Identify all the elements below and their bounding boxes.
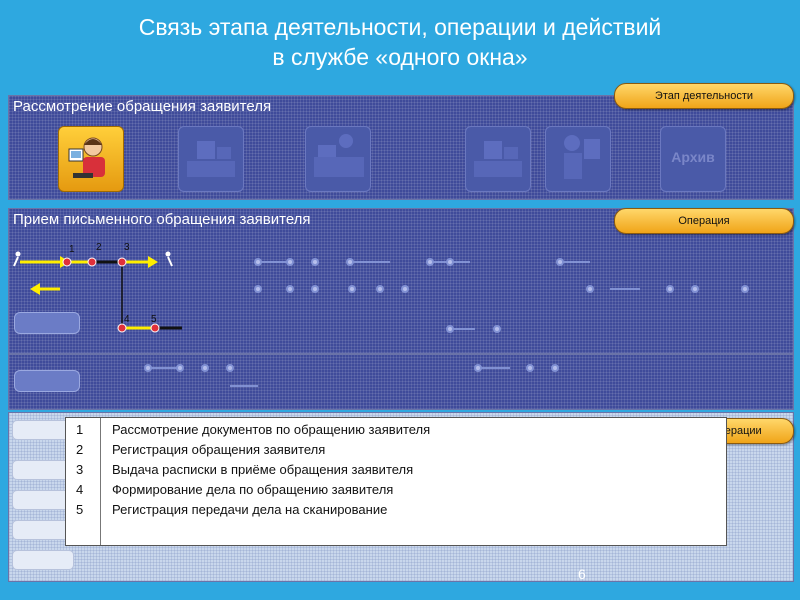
step-marker-5: 5: [151, 314, 157, 325]
legend-row: 2 Регистрация обращения заявителя: [66, 442, 726, 462]
runner-icon-2: [166, 252, 173, 267]
legend-text: Регистрация передачи дела на сканировани…: [112, 502, 387, 517]
legend-num: 3: [76, 462, 96, 477]
runner-icon: [14, 252, 21, 267]
steps-legend: 1 Рассмотрение документов по обращению з…: [65, 417, 727, 546]
active-flow: [20, 256, 182, 332]
legend-num: 2: [76, 442, 96, 457]
page-number: 6: [578, 566, 586, 582]
legend-num: 4: [76, 482, 96, 497]
faded-flow-lines: [145, 259, 748, 386]
legend-row: 4 Формирование дела по обращению заявите…: [66, 482, 726, 502]
legend-row: 1 Рассмотрение документов по обращению з…: [66, 422, 726, 442]
step-marker-3: 3: [124, 242, 130, 253]
legend-num: 5: [76, 502, 96, 517]
legend-text: Выдача расписки в приёме обращения заяви…: [112, 462, 413, 477]
legend-row: 5 Регистрация передачи дела на сканирова…: [66, 502, 726, 522]
legend-row: 3 Выдача расписки в приёме обращения зая…: [66, 462, 726, 482]
step-marker-4: 4: [124, 314, 130, 325]
step-marker-2: 2: [96, 242, 102, 253]
legend-text: Регистрация обращения заявителя: [112, 442, 325, 457]
legend-text: Формирование дела по обращению заявителя: [112, 482, 393, 497]
legend-text: Рассмотрение документов по обращению зая…: [112, 422, 430, 437]
legend-num: 1: [76, 422, 96, 437]
step-marker-1: 1: [69, 244, 75, 255]
